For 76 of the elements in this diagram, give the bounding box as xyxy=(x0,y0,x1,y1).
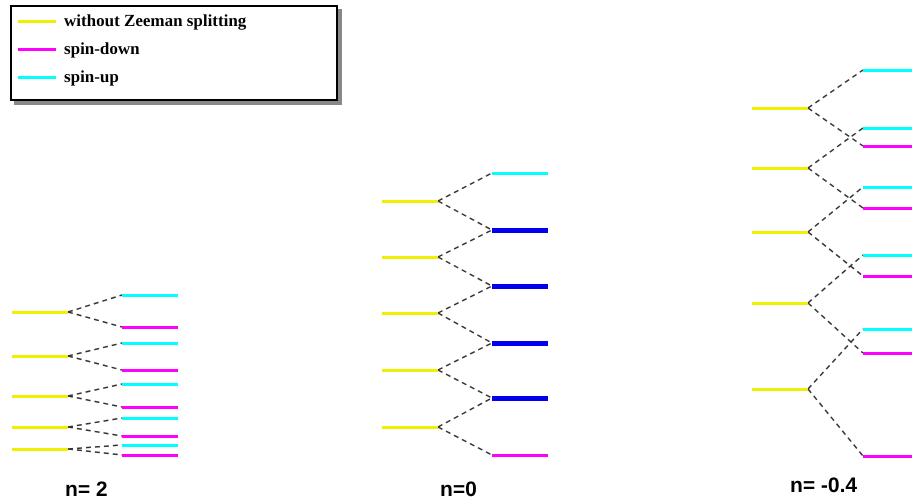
energy-level xyxy=(382,312,438,314)
energy-level xyxy=(12,394,68,398)
dashed-line xyxy=(807,328,864,390)
dashed-line xyxy=(808,302,864,354)
energy-level xyxy=(12,354,68,358)
energy-level xyxy=(492,396,548,400)
energy-level xyxy=(752,106,808,110)
dashed-line xyxy=(808,69,864,109)
dashed-line xyxy=(808,186,864,233)
energy-level xyxy=(863,328,912,330)
energy-level xyxy=(12,448,68,450)
dashed-line xyxy=(808,127,864,169)
dashed-line xyxy=(68,383,122,397)
energy-level xyxy=(863,206,912,210)
dashed-line xyxy=(68,417,122,428)
dashed-line xyxy=(438,342,492,371)
dashed-line xyxy=(68,426,122,437)
energy-level xyxy=(863,254,912,256)
dashed-line xyxy=(68,355,122,371)
energy-level xyxy=(12,426,68,428)
energy-level xyxy=(863,68,912,72)
dashed-line xyxy=(438,200,492,231)
energy-level xyxy=(122,444,178,446)
dashed-line xyxy=(808,254,864,304)
energy-level xyxy=(863,454,912,458)
energy-level xyxy=(492,172,548,174)
dashed-line xyxy=(68,294,122,313)
energy-level xyxy=(122,434,178,438)
energy-level xyxy=(492,340,548,346)
energy-level xyxy=(863,144,912,148)
energy-level xyxy=(382,256,438,258)
dashed-line xyxy=(807,388,864,456)
legend-text: spin-up xyxy=(64,67,119,87)
legend-text: spin-down xyxy=(64,39,140,59)
energy-level xyxy=(752,388,808,390)
dashed-line xyxy=(438,426,492,456)
energy-level xyxy=(122,326,178,328)
energy-level xyxy=(382,426,438,428)
energy-level xyxy=(122,454,178,456)
dashed-line xyxy=(68,311,122,328)
energy-level xyxy=(752,302,808,304)
energy-level xyxy=(122,368,178,372)
energy-level xyxy=(122,294,178,296)
energy-level xyxy=(382,368,438,372)
dashed-line xyxy=(438,229,492,258)
dashed-line xyxy=(438,397,492,428)
dashed-line xyxy=(808,107,864,147)
dashed-line xyxy=(808,231,864,277)
energy-level xyxy=(752,166,808,170)
energy-level xyxy=(122,382,178,386)
dashed-line xyxy=(438,285,492,314)
energy-level xyxy=(122,406,178,408)
energy-level xyxy=(122,342,178,344)
energy-level xyxy=(863,186,912,188)
energy-level xyxy=(492,228,548,232)
energy-level xyxy=(752,230,808,234)
energy-level xyxy=(863,126,912,130)
dashed-line xyxy=(808,167,864,209)
energy-level xyxy=(492,284,548,288)
dashed-line xyxy=(438,312,492,344)
dashed-line xyxy=(68,448,122,456)
energy-level xyxy=(382,200,438,202)
legend-text: without Zeeman splitting xyxy=(64,11,246,31)
energy-level xyxy=(12,310,68,314)
energy-level xyxy=(863,352,912,354)
energy-level xyxy=(492,454,548,456)
dashed-line xyxy=(438,256,492,287)
dashed-line xyxy=(438,172,492,202)
energy-level xyxy=(122,416,178,420)
energy-level xyxy=(863,274,912,278)
panel-label: n=0 xyxy=(440,478,477,502)
panel-label: n= -0.4 xyxy=(790,474,858,498)
dashed-line xyxy=(68,342,122,357)
dashed-line xyxy=(68,395,122,408)
dashed-line xyxy=(438,369,492,399)
panel-label: n= 2 xyxy=(65,478,108,502)
